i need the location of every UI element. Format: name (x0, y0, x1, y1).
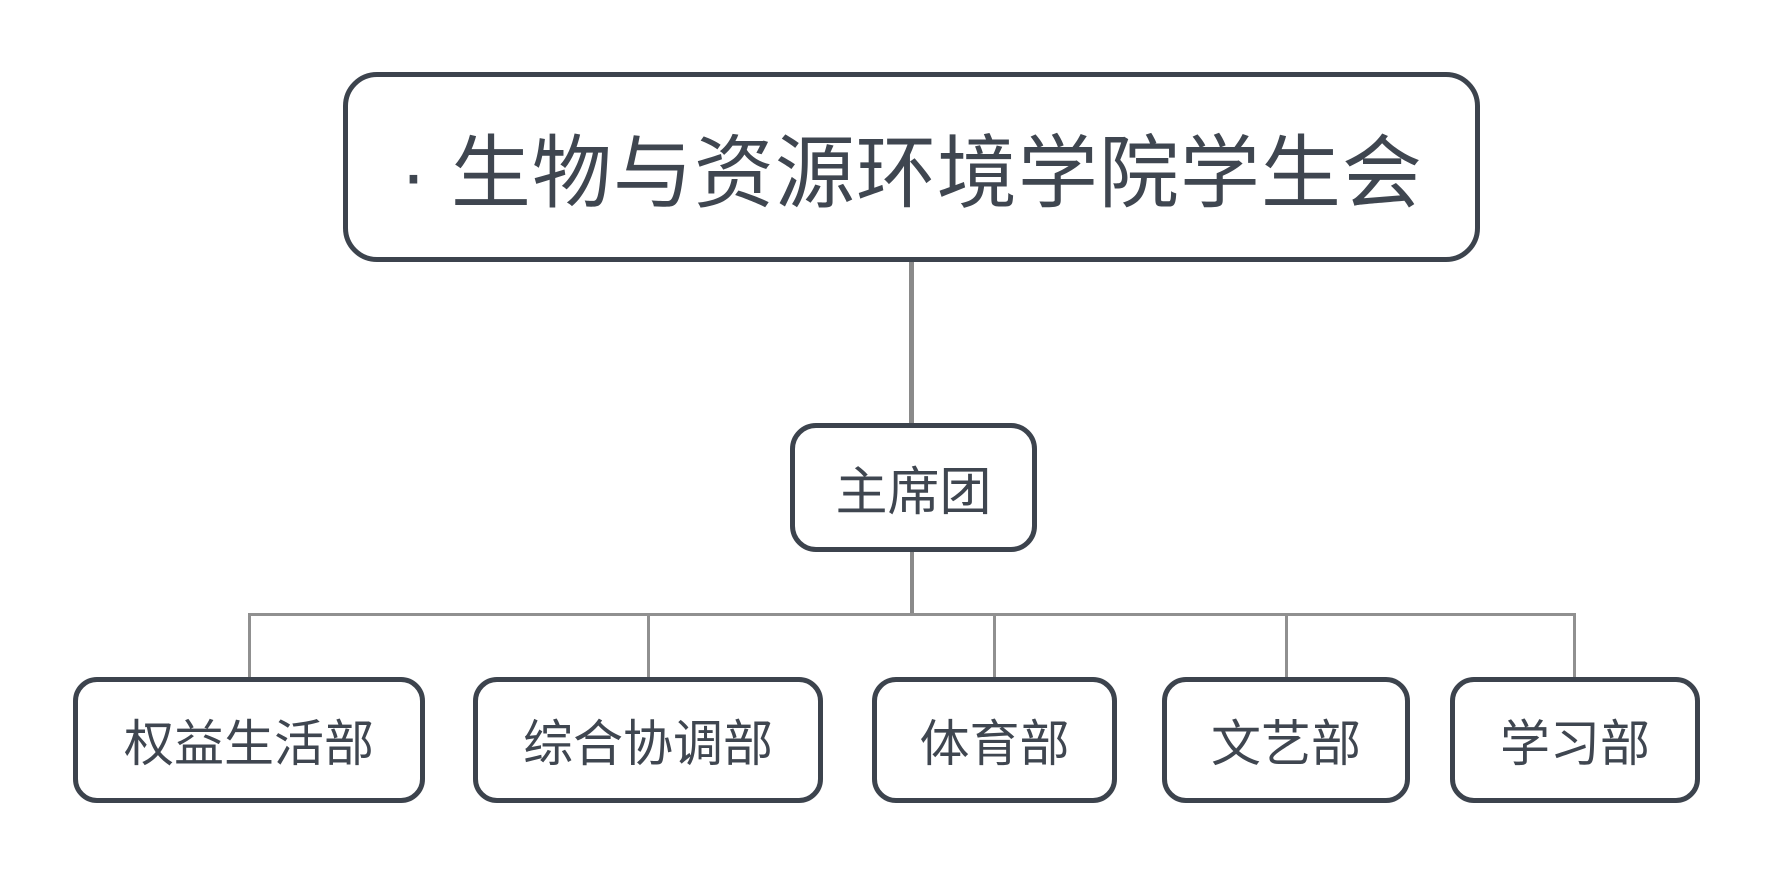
node-arts-dept[interactable]: 文艺部 (1162, 677, 1410, 803)
connector-rail (249, 613, 1576, 616)
node-student-union[interactable]: · 生物与资源环境学院学生会 (343, 72, 1480, 262)
connector-presidium-to-rail (910, 552, 914, 613)
node-presidium[interactable]: 主席团 (790, 423, 1037, 552)
connector-root-to-presidium (909, 262, 914, 423)
node-study-dept[interactable]: 学习部 (1450, 677, 1700, 803)
connector-drop-sports (993, 613, 996, 677)
connector-drop-rights-life (248, 613, 251, 677)
node-coordination-dept[interactable]: 综合协调部 (473, 677, 823, 803)
connector-drop-arts (1285, 613, 1288, 677)
node-sports-dept[interactable]: 体育部 (872, 677, 1117, 803)
connector-drop-coordination (647, 613, 650, 677)
node-rights-life-dept[interactable]: 权益生活部 (73, 677, 425, 803)
connector-drop-study (1573, 613, 1576, 677)
